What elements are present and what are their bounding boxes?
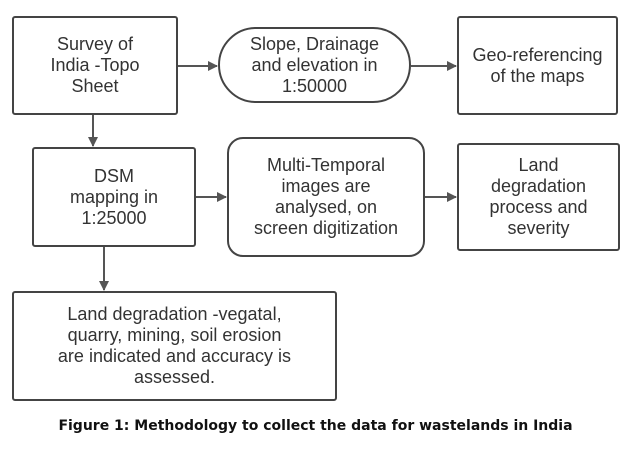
node-land-degradation-vegatal: Land degradation -vegatal, quarry, minin… bbox=[12, 291, 337, 401]
node-multi-temporal-images: Multi-Temporal images are analysed, on s… bbox=[227, 137, 425, 257]
node-land-degradation-process: Land degradation process and severity bbox=[457, 143, 620, 251]
figure-caption: Figure 1: Methodology to collect the dat… bbox=[58, 418, 573, 434]
node-slope-drainage-elevation: Slope, Drainage and elevation in 1:50000 bbox=[218, 27, 411, 103]
node-survey-of-india: Survey of India -Topo Sheet bbox=[12, 16, 178, 115]
node-dsm-mapping: DSM mapping in 1:25000 bbox=[32, 147, 196, 247]
node-geo-referencing: Geo-referencing of the maps bbox=[457, 16, 618, 115]
